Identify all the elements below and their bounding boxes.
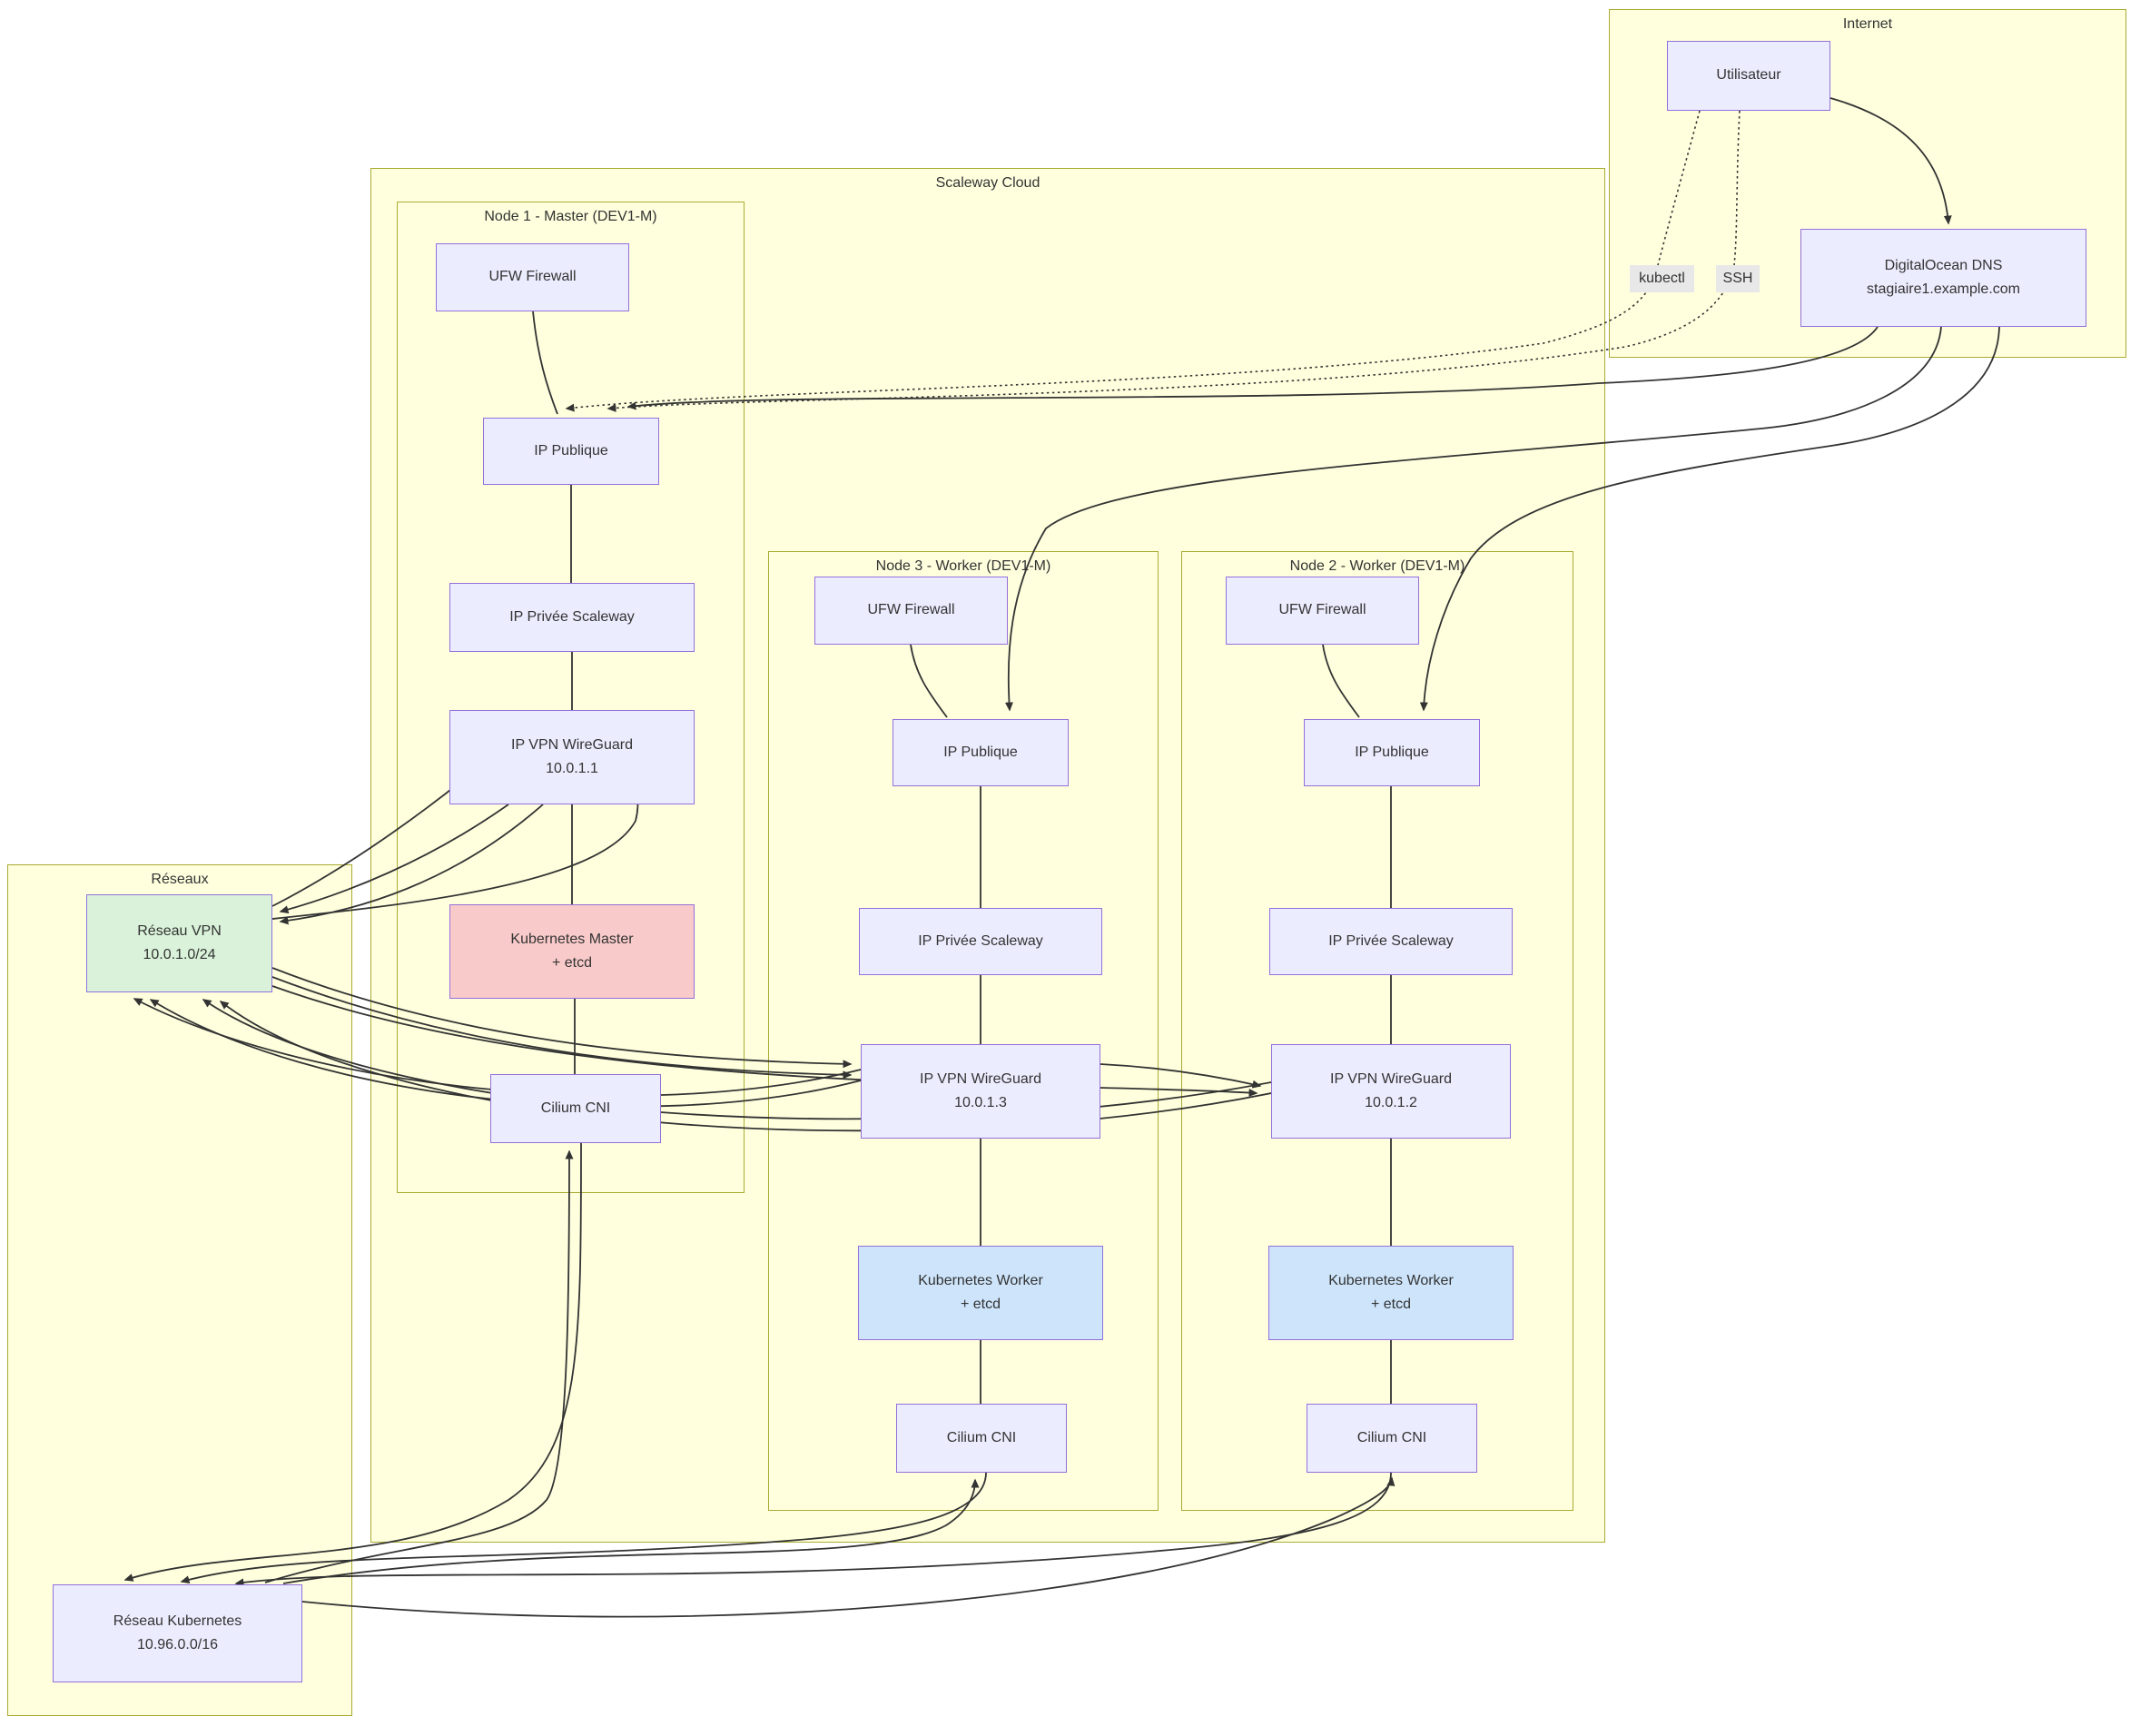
node-rk8s-cidr: 10.96.0.0/16 <box>137 1637 218 1652</box>
container-node2-label: Node 2 - Worker (DEV1-M) <box>1289 558 1465 574</box>
node-ip-privee-master: IP Privée Scaleway <box>449 583 695 652</box>
node-cilium-m-label: Cilium CNI <box>540 1100 611 1116</box>
link-ufw-m-ippub-m <box>532 311 558 415</box>
node-rvpn-label: Réseau VPN <box>137 922 222 939</box>
node-wireguard-worker2: IP VPN WireGuard 10.0.1.2 <box>1271 1044 1511 1139</box>
edge-label-ssh: SSH <box>1716 265 1760 292</box>
edge-rk8s-cilium-m <box>264 1149 574 1583</box>
node-k8s-w3-sublabel: + etcd <box>960 1297 1001 1312</box>
node-wireguard-worker3: IP VPN WireGuard 10.0.1.3 <box>861 1044 1100 1139</box>
edge-utilisateur-ippub-m-kubectl <box>565 110 1701 412</box>
edge-dns-ippub-m <box>626 326 1879 410</box>
edge-wg-m-rvpn-2 <box>279 804 544 925</box>
node-wg-m-label: IP VPN WireGuard <box>511 736 633 753</box>
link-ufw-w2-ippub-w2 <box>1322 644 1360 718</box>
edge-wg-m-rvpn-1 <box>279 804 509 914</box>
node-cilium-cni-worker2: Cilium CNI <box>1307 1404 1477 1473</box>
node-cilium-cni-master: Cilium CNI <box>490 1074 661 1143</box>
edge-wg-w3-wg-w2 <box>1100 1063 1262 1089</box>
node-cilium-w2-label: Cilium CNI <box>1356 1429 1427 1445</box>
node-ip-privee-worker2: IP Privée Scaleway <box>1269 908 1513 975</box>
node-kubernetes-worker2: Kubernetes Worker + etcd <box>1268 1246 1514 1340</box>
container-node1-label: Node 1 - Master (DEV1-M) <box>484 209 657 224</box>
node-dns-label: DigitalOcean DNS <box>1884 257 2003 273</box>
node-ip-publique-worker2: IP Publique <box>1304 719 1480 786</box>
node-ufw-firewall-worker3: UFW Firewall <box>814 577 1008 645</box>
node-wireguard-master: IP VPN WireGuard 10.0.1.1 <box>449 710 695 804</box>
node-wg-w2-ip: 10.0.1.2 <box>1365 1095 1417 1110</box>
node-wg-w3-ip: 10.0.1.3 <box>954 1095 1007 1110</box>
node-dns-sublabel: stagiaire1.example.com <box>1867 281 2020 297</box>
node-ufw-w3-label: UFW Firewall <box>867 602 955 618</box>
container-node3-label: Node 3 - Worker (DEV1-M) <box>875 558 1051 574</box>
edge-rvpn-wg-w2 <box>271 985 1258 1097</box>
node-ufw-firewall-worker2: UFW Firewall <box>1226 577 1419 645</box>
node-ip-publique-worker3: IP Publique <box>893 719 1069 786</box>
node-ippriv-w3-label: IP Privée Scaleway <box>918 932 1043 949</box>
node-k8s-w3-label: Kubernetes Worker <box>918 1272 1043 1288</box>
node-ippriv-m-label: IP Privée Scaleway <box>509 608 635 625</box>
node-cilium-cni-worker3: Cilium CNI <box>896 1404 1067 1473</box>
node-ippub-m-label: IP Publique <box>534 442 608 459</box>
edge-utilisateur-dns <box>1829 97 1952 225</box>
edge-rvpn-wg-w3-1 <box>271 967 853 1069</box>
edge-rk8s-cilium-w3 <box>282 1478 980 1584</box>
node-k8s-m-label: Kubernetes Master <box>510 931 634 947</box>
node-ippriv-w2-label: IP Privée Scaleway <box>1328 932 1454 949</box>
node-k8s-m-sublabel: + etcd <box>551 955 593 971</box>
node-wg-m-ip: 10.0.1.1 <box>546 761 598 776</box>
node-kubernetes-master: Kubernetes Master + etcd <box>449 904 695 999</box>
node-ufw-w2-label: UFW Firewall <box>1278 602 1366 618</box>
container-node3-worker: Node 3 - Worker (DEV1-M) <box>768 551 1159 1511</box>
node-wg-w3-label: IP VPN WireGuard <box>920 1070 1041 1087</box>
edge-cilium-w2-rk8s <box>234 1472 1392 1587</box>
node-reseau-kubernetes: Réseau Kubernetes 10.96.0.0/16 <box>53 1584 302 1682</box>
node-cilium-w3-label: Cilium CNI <box>946 1429 1017 1445</box>
container-reseaux-label: Réseaux <box>151 872 209 887</box>
edge-utilisateur-ippub-m-ssh <box>607 110 1741 412</box>
edge-dns-ippub-w2 <box>1419 326 2000 712</box>
container-scaleway-cloud-label: Scaleway Cloud <box>935 175 1040 191</box>
node-ippub-w2-label: IP Publique <box>1355 744 1429 760</box>
node-rk8s-label: Réseau Kubernetes <box>113 1613 242 1629</box>
edge-rk8s-cilium-w2 <box>301 1476 1396 1618</box>
node-ip-privee-worker3: IP Privée Scaleway <box>859 908 1102 975</box>
node-wg-w2-label: IP VPN WireGuard <box>1330 1070 1452 1087</box>
node-kubernetes-worker3: Kubernetes Worker + etcd <box>858 1246 1103 1340</box>
edge-cilium-w3-rk8s <box>180 1472 987 1584</box>
node-ip-publique-master: IP Publique <box>483 418 659 485</box>
node-reseau-vpn: Réseau VPN 10.0.1.0/24 <box>86 894 272 992</box>
node-k8s-w2-sublabel: + etcd <box>1370 1297 1412 1312</box>
link-ufw-w3-ippub-w3 <box>910 644 948 718</box>
node-digitalocean-dns: DigitalOcean DNS stagiaire1.example.com <box>1800 229 2086 327</box>
node-utilisateur: Utilisateur <box>1667 41 1830 111</box>
edge-dns-ippub-w3 <box>1004 326 1942 712</box>
edge-wg-w3-rvpn-2 <box>149 999 862 1108</box>
edge-wg-w2-rvpn-2 <box>219 1001 1272 1132</box>
container-node1-master: Node 1 - Master (DEV1-M) <box>397 202 745 1193</box>
edge-rvpn-wg-w3-2 <box>271 976 853 1080</box>
node-k8s-w2-label: Kubernetes Worker <box>1328 1272 1454 1288</box>
node-ufw-firewall-master: UFW Firewall <box>436 243 629 311</box>
node-ufw-m-label: UFW Firewall <box>488 269 577 285</box>
edge-cilium-m-rk8s <box>123 1142 582 1582</box>
container-internet-label: Internet <box>1842 16 1893 32</box>
edge-label-kubectl: kubectl <box>1630 265 1694 292</box>
node-ippub-w3-label: IP Publique <box>943 744 1018 760</box>
node-utilisateur-label: Utilisateur <box>1716 67 1781 84</box>
container-node2-worker: Node 2 - Worker (DEV1-M) <box>1181 551 1573 1511</box>
node-rvpn-cidr: 10.0.1.0/24 <box>143 947 216 962</box>
